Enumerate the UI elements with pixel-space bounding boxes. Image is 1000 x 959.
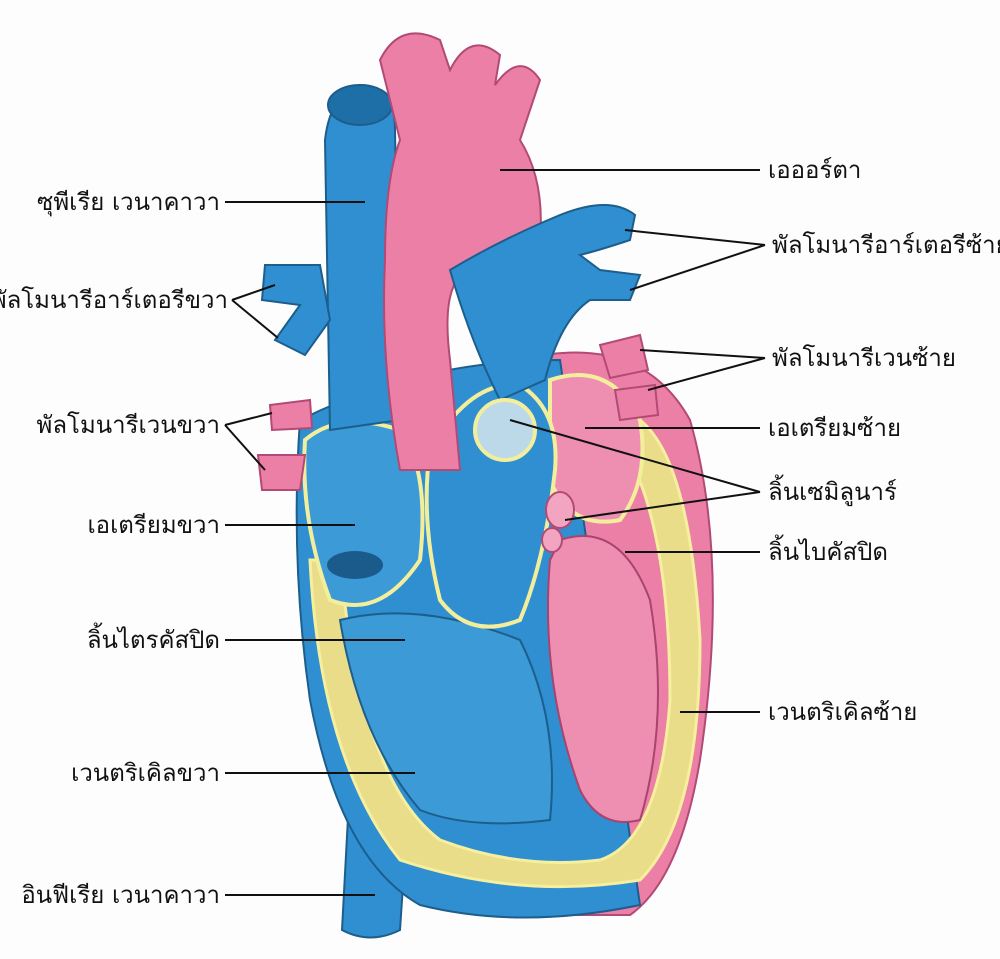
bicuspid-valve-shape: [546, 492, 574, 528]
label-left-ventricle: เวนตริเคิลซ้าย: [768, 698, 917, 726]
bicuspid-valve-shape-2: [542, 528, 562, 552]
left-pulmonary-vein-lower: [615, 385, 658, 420]
label-inferior-vena-cava: อินฟีเรีย เวนาคาวา: [21, 881, 220, 909]
label-right-ventricle: เวนตริเคิลขวา: [71, 759, 220, 787]
label-semilunar-valve: ลิ้นเซมิลูนาร์: [768, 478, 897, 506]
right-pulmonary-artery-shape: [262, 265, 330, 355]
tricuspid-valve-shape: [327, 551, 383, 579]
label-tricuspid-valve: ลิ้นไตรคัสปิด: [87, 626, 220, 654]
right-pulmonary-vein-upper: [270, 400, 312, 430]
svc-opening: [328, 85, 392, 125]
label-left-pulmonary-vein: พัลโมนารีเวนซ้าย: [772, 344, 956, 372]
label-left-pulmonary-artery: พัลโมนารีอาร์เตอรีซ้าย: [772, 231, 1000, 259]
label-left-atrium: เอเตรียมซ้าย: [768, 414, 901, 442]
label-right-pulmonary-artery: พัลโมนารีอาร์เตอรีขวา: [0, 286, 228, 314]
label-right-pulmonary-vein: พัลโมนารีเวนขวา: [37, 411, 220, 439]
label-right-atrium: เอเตรียมขวา: [87, 511, 220, 539]
semilunar-valve-shape: [475, 400, 535, 460]
label-aorta: เอออร์ตา: [768, 156, 861, 184]
label-superior-vena-cava: ซุพีเรีย เวนาคาวา: [37, 188, 220, 216]
right-pulmonary-vein-lower: [258, 455, 305, 490]
label-bicuspid-valve: ลิ้นไบคัสปิด: [768, 538, 888, 566]
left-pulmonary-vein-upper: [600, 335, 648, 378]
